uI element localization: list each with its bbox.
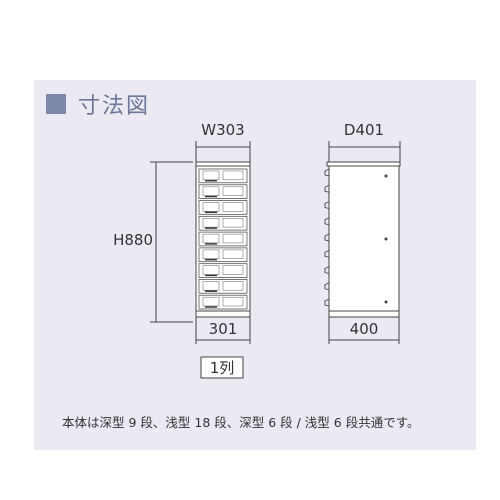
drawer-label-holder bbox=[222, 170, 244, 181]
side-drawer-handle bbox=[324, 184, 330, 193]
side-handle-stack bbox=[324, 168, 330, 307]
side-drawer-handle bbox=[324, 249, 330, 258]
side-drawer-handle bbox=[324, 298, 330, 307]
side-bolt-middle bbox=[384, 237, 388, 241]
drawer-label-holder bbox=[202, 202, 220, 212]
side-drawer-handle bbox=[324, 282, 330, 291]
side-drawer-handle bbox=[324, 233, 330, 242]
front-view bbox=[150, 141, 251, 379]
drawer-stack bbox=[198, 168, 248, 310]
drawer-label-holder bbox=[222, 218, 244, 228]
column-label: 1列 bbox=[210, 359, 235, 377]
side-drawer-handle bbox=[324, 201, 330, 209]
drawer-label-holder bbox=[202, 281, 220, 291]
side-top-lip bbox=[326, 161, 401, 167]
drawer-label-holder bbox=[222, 249, 244, 259]
drawer-label-holder bbox=[222, 281, 244, 291]
diagram-panel bbox=[34, 80, 476, 450]
drawer-label-holder bbox=[202, 170, 220, 181]
heading-square-icon bbox=[46, 94, 66, 114]
inner-depth-label: 400 bbox=[350, 320, 379, 338]
drawer-label-holder bbox=[202, 296, 220, 307]
depth-label: D401 bbox=[344, 121, 384, 139]
drawer-label-holder bbox=[202, 218, 220, 228]
side-drawer-handle bbox=[324, 217, 330, 226]
drawer-label-holder bbox=[202, 233, 220, 244]
inner-width-label: 301 bbox=[209, 320, 238, 338]
drawer-label-holder bbox=[222, 186, 244, 196]
drawer-label-holder bbox=[202, 265, 220, 275]
side-bolt-top bbox=[384, 174, 388, 178]
side-drawer-handle bbox=[324, 168, 330, 177]
column-box bbox=[200, 356, 244, 379]
drawer-label-holder bbox=[222, 233, 244, 244]
side-view bbox=[324, 141, 401, 344]
side-bolt-bottom bbox=[384, 300, 388, 304]
drawer-label-holder bbox=[222, 202, 244, 212]
side-cabinet-body bbox=[328, 165, 400, 318]
drawer-label-holder bbox=[222, 265, 244, 275]
drawer-label-holder bbox=[202, 249, 220, 259]
drawer-label-holder bbox=[222, 296, 244, 307]
width-label: W303 bbox=[201, 121, 244, 139]
section-heading: 寸法図 bbox=[46, 88, 150, 120]
section-title: 寸法図 bbox=[78, 94, 151, 119]
height-label: H880 bbox=[113, 231, 153, 249]
side-drawer-handle bbox=[324, 266, 330, 274]
drawer-label-holder bbox=[202, 186, 220, 196]
caption-note: 本体は深型 9 段、浅型 18 段、深型 6 段 / 浅型 6 段共通です。 bbox=[62, 415, 420, 430]
